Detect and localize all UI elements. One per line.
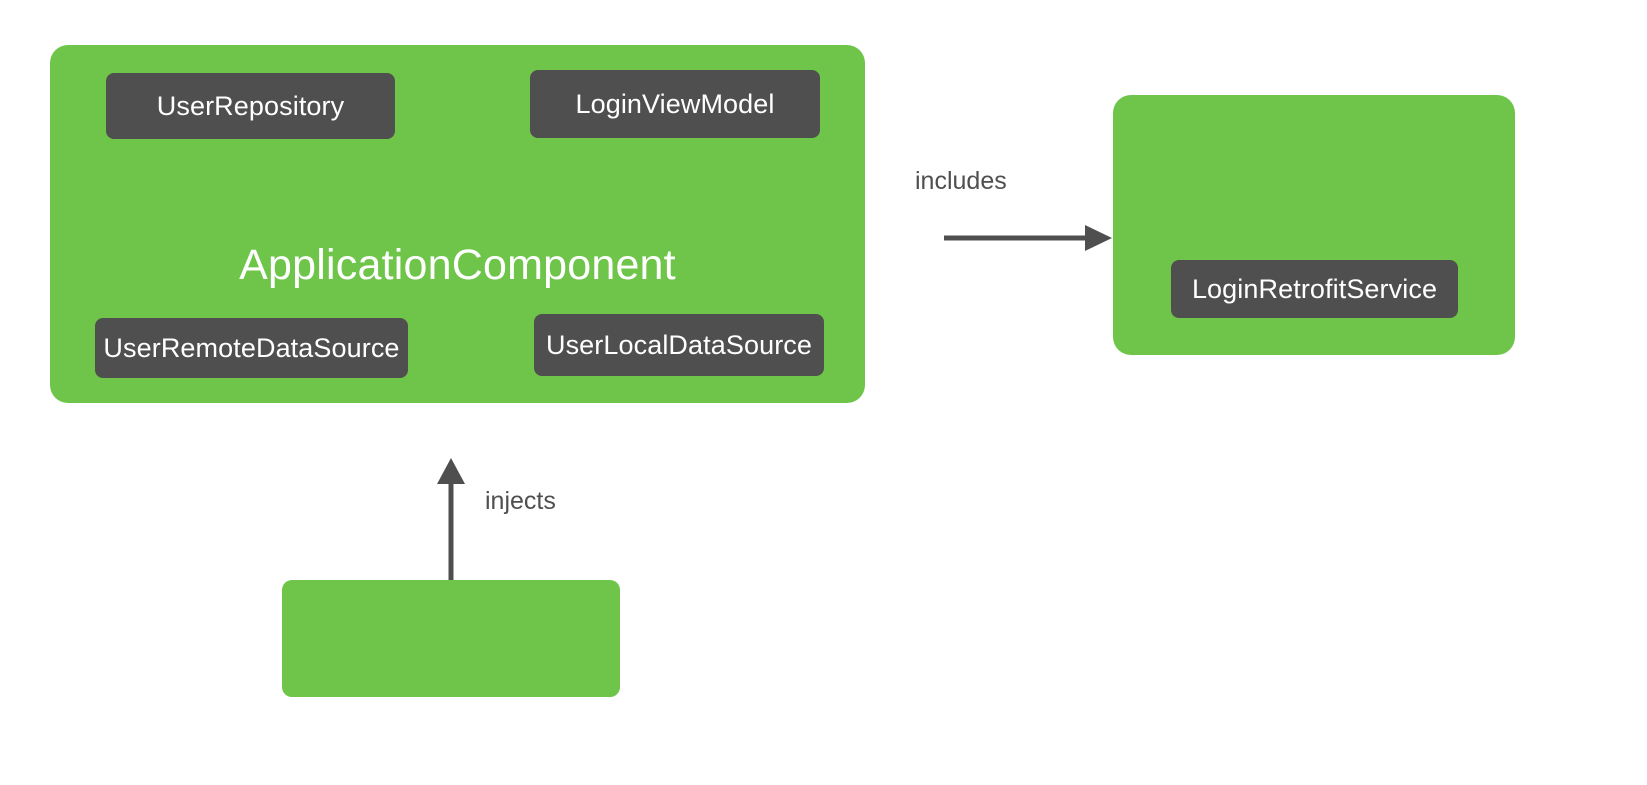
chip-login-viewmodel[interactable]: LoginViewModel xyxy=(530,70,820,138)
includes-edge-label: includes xyxy=(915,167,1007,195)
includes-arrow-icon xyxy=(944,225,1112,251)
chip-user-remote-data-source[interactable]: UserRemoteDataSource xyxy=(95,318,408,378)
chip-user-local-data-source[interactable]: UserLocalDataSource xyxy=(534,314,824,376)
injects-arrow-icon xyxy=(437,458,465,580)
chip-login-retrofit-service[interactable]: LoginRetrofitService xyxy=(1171,260,1458,318)
node-login-activity[interactable]: Login Activity xyxy=(282,580,620,697)
chip-user-repository[interactable]: UserRepository xyxy=(106,73,395,139)
injects-edge-label: injects xyxy=(485,487,556,515)
application-component-title: ApplicationComponent xyxy=(239,241,676,289)
